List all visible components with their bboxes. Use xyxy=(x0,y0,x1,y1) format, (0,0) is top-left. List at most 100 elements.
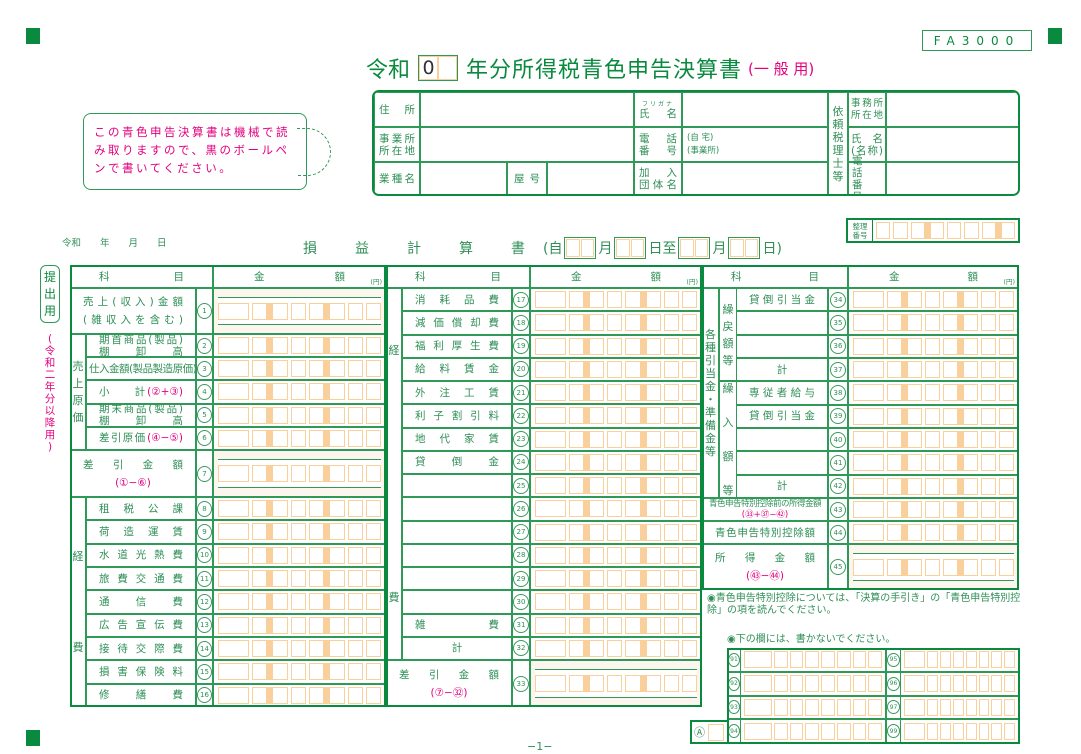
digit-box[interactable] xyxy=(991,722,1003,740)
end-day-field[interactable] xyxy=(728,237,761,259)
accountant-name-field[interactable] xyxy=(886,127,1018,162)
digit-box[interactable] xyxy=(1004,675,1015,693)
digit-box[interactable] xyxy=(645,675,661,692)
digit-box[interactable] xyxy=(924,337,940,355)
digit-box[interactable] xyxy=(589,593,605,611)
digit-box[interactable] xyxy=(290,686,306,704)
digit-box[interactable] xyxy=(535,616,566,634)
digit-box[interactable] xyxy=(365,406,382,424)
digit-box[interactable] xyxy=(625,360,641,378)
digit-box[interactable] xyxy=(681,430,698,448)
digit-box[interactable] xyxy=(308,360,325,378)
digit-box[interactable] xyxy=(965,651,977,669)
digit-box[interactable] xyxy=(568,675,585,692)
digit-box[interactable] xyxy=(924,361,940,379)
digit-box[interactable] xyxy=(308,429,325,447)
digit-box[interactable] xyxy=(535,360,566,378)
digit-box[interactable] xyxy=(836,722,851,740)
digit-box[interactable] xyxy=(980,314,996,332)
digit-box[interactable] xyxy=(308,686,325,704)
digit-box[interactable] xyxy=(681,593,698,611)
amount-field[interactable] xyxy=(530,497,702,521)
digit-box[interactable] xyxy=(347,465,363,482)
digit-box[interactable] xyxy=(1000,222,1015,239)
digit-box[interactable] xyxy=(645,639,661,657)
digit-box[interactable] xyxy=(744,698,772,716)
digit-box[interactable] xyxy=(625,639,641,657)
digit-box[interactable] xyxy=(789,722,804,740)
digit-box[interactable] xyxy=(272,429,288,447)
digit-box[interactable] xyxy=(589,314,605,332)
digit-box[interactable] xyxy=(906,291,922,309)
digit-box[interactable] xyxy=(589,570,605,588)
amount-field[interactable] xyxy=(848,474,1019,498)
digit-box[interactable] xyxy=(218,686,250,704)
amount-field[interactable] xyxy=(530,543,702,567)
digit-box[interactable] xyxy=(998,407,1015,425)
amount-field[interactable] xyxy=(213,426,386,450)
digit-box[interactable] xyxy=(904,651,926,669)
digit-box[interactable] xyxy=(329,337,345,355)
digit-box[interactable] xyxy=(272,383,288,401)
office-location-field[interactable] xyxy=(886,92,1018,127)
digit-box[interactable] xyxy=(218,465,250,482)
digit-box[interactable] xyxy=(607,477,623,495)
digit-box[interactable] xyxy=(942,501,958,518)
digit-box[interactable] xyxy=(308,465,325,482)
digit-box[interactable] xyxy=(998,558,1015,576)
digit-box[interactable] xyxy=(904,698,926,716)
digit-box[interactable] xyxy=(886,314,902,332)
digit-box[interactable] xyxy=(962,524,978,541)
digit-box[interactable] xyxy=(218,429,250,447)
digit-box[interactable] xyxy=(927,698,939,716)
digit-box[interactable] xyxy=(980,361,996,379)
digit-box[interactable] xyxy=(645,314,661,332)
digit-box[interactable] xyxy=(663,523,679,541)
digit-box[interactable] xyxy=(853,314,884,332)
digit-box[interactable] xyxy=(347,546,363,564)
digit-box[interactable] xyxy=(663,546,679,564)
amount-field[interactable] xyxy=(213,288,386,334)
amount-field[interactable] xyxy=(848,288,1019,312)
digit-box[interactable] xyxy=(535,291,566,309)
digit-box[interactable] xyxy=(681,523,698,541)
digit-box[interactable] xyxy=(290,406,306,424)
digit-box[interactable] xyxy=(535,407,566,425)
digit-box[interactable] xyxy=(962,361,978,379)
digit-box[interactable] xyxy=(940,722,951,740)
digit-box[interactable] xyxy=(962,337,978,355)
digit-box[interactable] xyxy=(965,698,977,716)
digit-box[interactable] xyxy=(607,430,623,448)
digit-box[interactable] xyxy=(868,675,882,693)
digit-box[interactable] xyxy=(991,675,1003,693)
digit-box[interactable] xyxy=(568,360,585,378)
digit-box[interactable] xyxy=(886,361,902,379)
digit-box[interactable] xyxy=(942,337,958,355)
digit-box[interactable] xyxy=(290,500,306,518)
digit-box[interactable] xyxy=(589,291,605,309)
digit-box[interactable] xyxy=(308,546,325,564)
digit-box[interactable] xyxy=(607,384,623,402)
digit-box[interactable] xyxy=(625,430,641,448)
digit-box[interactable] xyxy=(681,407,698,425)
digit-box[interactable] xyxy=(625,675,641,692)
digit-box[interactable] xyxy=(272,465,288,482)
digit-box[interactable] xyxy=(980,558,996,576)
digit-box[interactable] xyxy=(852,675,867,693)
digit-box[interactable] xyxy=(625,500,641,518)
digit-box[interactable] xyxy=(645,593,661,611)
digit-box[interactable] xyxy=(589,639,605,657)
digit-box[interactable] xyxy=(853,477,884,495)
row-label-41[interactable] xyxy=(736,451,828,475)
business-type-field[interactable] xyxy=(420,162,507,194)
digit-box[interactable] xyxy=(645,570,661,588)
amount-field[interactable] xyxy=(848,334,1019,358)
digit-box[interactable] xyxy=(744,722,772,740)
amount-field[interactable] xyxy=(213,380,386,404)
digit-box[interactable] xyxy=(886,454,902,472)
digit-box[interactable] xyxy=(272,360,288,378)
digit-box[interactable] xyxy=(535,500,566,518)
digit-box[interactable] xyxy=(308,640,325,658)
digit-box[interactable] xyxy=(329,500,345,518)
digit-box[interactable] xyxy=(272,302,288,320)
